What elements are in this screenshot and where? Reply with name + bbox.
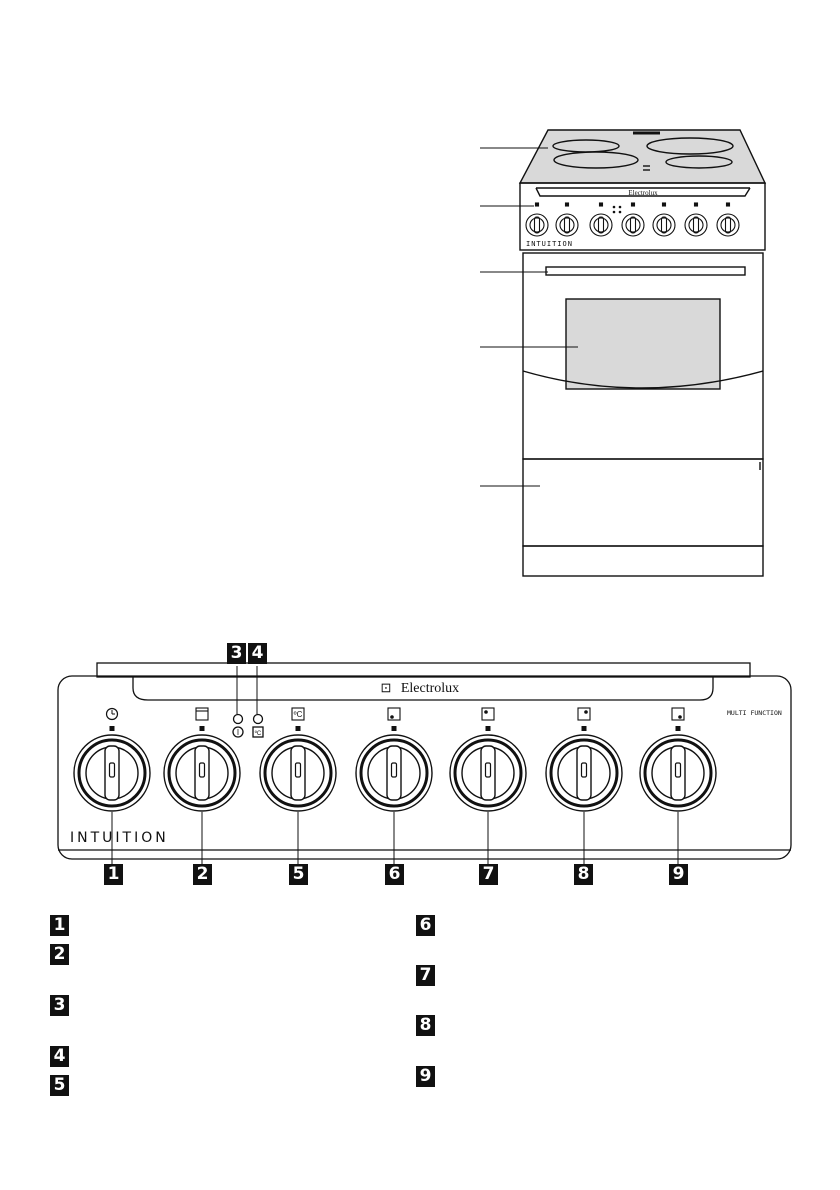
function-label: MULTI FUNCTION xyxy=(727,709,782,717)
knob-marker xyxy=(485,726,491,731)
temperature-symbol-icon: ºC xyxy=(291,707,305,721)
svg-text:ºC: ºC xyxy=(294,710,303,719)
control-panel-detail: I ºC Electrolux ⊡ MULTI FUNCTION INTUITI… xyxy=(57,662,792,866)
cooker-overview: Electrolux INTUITION xyxy=(480,129,767,577)
legend-1: 1 xyxy=(50,915,69,936)
callout-4: 4 xyxy=(248,643,267,664)
zone-rear-left-knob[interactable] xyxy=(449,734,527,812)
mini-model: INTUITION xyxy=(526,240,573,248)
zone-front-left-symbol-icon xyxy=(387,707,401,721)
model-name: INTUITION xyxy=(70,830,169,846)
legend-9: 9 xyxy=(416,1066,435,1087)
legend-6: 6 xyxy=(416,915,435,936)
oven-window xyxy=(565,298,721,390)
zone-rear-right-symbol-icon xyxy=(577,707,591,721)
thermostat-indicator-light xyxy=(252,713,264,725)
callout-2: 2 xyxy=(193,864,212,885)
door-handle xyxy=(545,266,746,276)
brand-logo-text: Electrolux xyxy=(401,681,459,696)
knob-marker xyxy=(391,726,397,731)
cooking-zone-front-left xyxy=(553,151,639,169)
timer-knob[interactable] xyxy=(73,734,151,812)
mini-brand: Electrolux xyxy=(628,189,658,197)
power-indicator-light xyxy=(232,713,244,725)
callout-9: 9 xyxy=(669,864,688,885)
brand-strip xyxy=(132,676,714,701)
brand-logo-icon: ⊡ xyxy=(381,680,392,695)
knob-marker xyxy=(109,726,115,731)
control-panel-small xyxy=(519,182,766,251)
plinth xyxy=(522,545,764,577)
thermostat-caption: ºC xyxy=(255,730,262,737)
zone-rear-right-knob[interactable] xyxy=(545,734,623,812)
zone-front-right-knob[interactable] xyxy=(639,734,717,812)
knob-marker xyxy=(199,726,205,731)
callout-6: 6 xyxy=(385,864,404,885)
legend-2: 2 xyxy=(50,944,69,965)
oven-light-symbol-icon xyxy=(195,707,209,721)
legend-7: 7 xyxy=(416,965,435,986)
panel-body xyxy=(57,675,792,860)
timer-symbol-icon xyxy=(105,707,119,721)
callout-5: 5 xyxy=(289,864,308,885)
zone-rear-left-symbol-icon xyxy=(481,707,495,721)
knob-marker xyxy=(675,726,681,731)
callout-3: 3 xyxy=(227,643,246,664)
zone-front-left-knob[interactable] xyxy=(355,734,433,812)
cooking-zone-rear-right xyxy=(646,137,734,155)
callout-7: 7 xyxy=(479,864,498,885)
power-caption: I xyxy=(237,728,239,737)
legend-8: 8 xyxy=(416,1015,435,1036)
temperature-knob[interactable] xyxy=(259,734,337,812)
legend-4: 4 xyxy=(50,1046,69,1067)
oven-light-knob[interactable] xyxy=(163,734,241,812)
zone-front-right-symbol-icon xyxy=(671,707,685,721)
legend-5: 5 xyxy=(50,1075,69,1096)
knob-marker xyxy=(295,726,301,731)
callout-1: 1 xyxy=(104,864,123,885)
knob-marker xyxy=(581,726,587,731)
legend-3: 3 xyxy=(50,995,69,1016)
panel-top-trim xyxy=(96,662,751,678)
cooking-zone-front-right xyxy=(665,155,733,169)
callout-8: 8 xyxy=(574,864,593,885)
